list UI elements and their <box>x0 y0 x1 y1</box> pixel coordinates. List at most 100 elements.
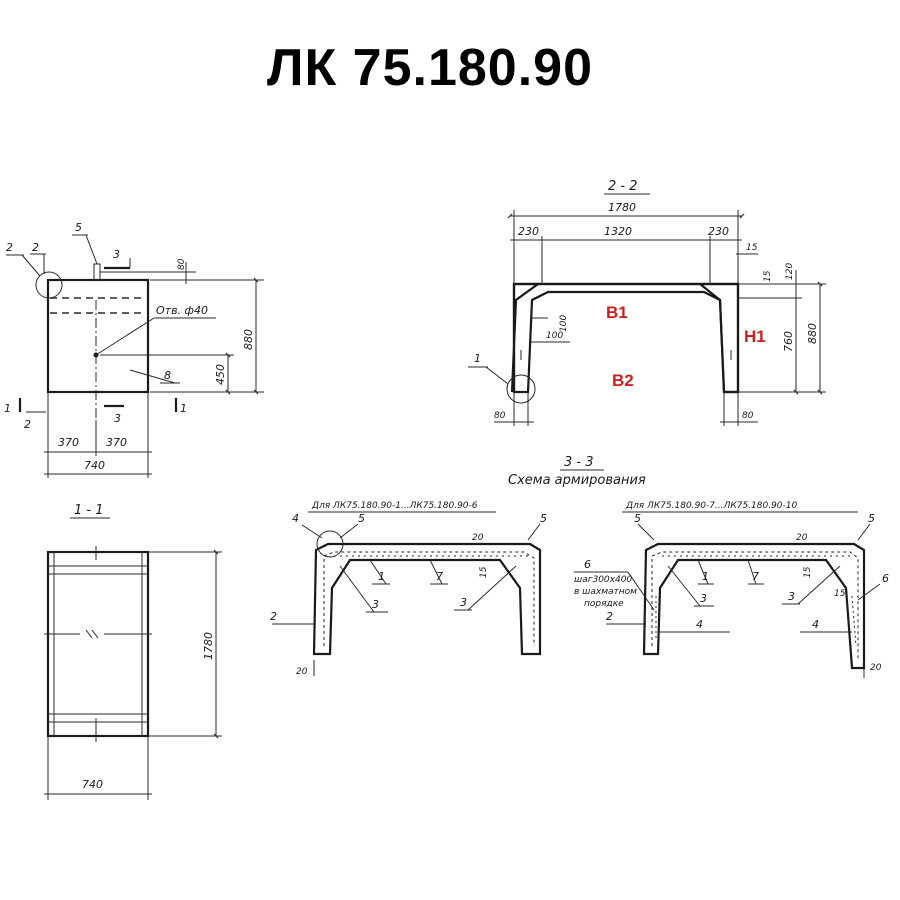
dim-740: 740 <box>84 459 105 472</box>
front-view: Отв. ф40 8 5 2 2 3 3 1 1 <box>4 221 264 478</box>
front-view-outline <box>46 278 150 394</box>
callout-left-5b: 5 <box>540 512 547 525</box>
callout-right-3a-leader <box>667 565 701 607</box>
reinforcement-scheme-right: Для ЛК75.180.90-7...ЛК75.180.90-10 5 5 2… <box>574 501 889 678</box>
callout-left-4: 4 <box>292 512 299 525</box>
callout-right-7: 7 <box>752 570 759 583</box>
scheme-left-caption: Для ЛК75.180.90-1...ЛК75.180.90-6 <box>311 501 478 511</box>
callout-left-3b: 3 <box>460 596 467 609</box>
callout-right-2: 2 <box>606 610 613 623</box>
callout-3-bottom: 3 <box>114 412 121 425</box>
page-title: ЛК 75.180.90 <box>266 39 593 97</box>
dim-15-b: 15 <box>763 270 773 282</box>
zone-b2: B2 <box>612 371 634 390</box>
callout-left-4-leader <box>301 524 323 539</box>
dim-880-side: 880 <box>806 323 819 344</box>
callout-right-6b: 6 <box>882 572 889 585</box>
note-line-3: порядке <box>584 599 624 609</box>
dim-450: 450 <box>214 364 227 385</box>
callout-right-3b: 3 <box>788 590 795 603</box>
dim-right-15-a: 15 <box>803 566 813 578</box>
dim-80-right: 80 <box>742 411 754 421</box>
section-1-1-label: 1 - 1 <box>74 503 104 518</box>
dim-right-15-b: 15 <box>834 589 846 599</box>
section-2-2-body <box>512 282 740 394</box>
callout-left-3a-leader <box>339 565 375 613</box>
callout-right-4a: 4 <box>696 618 703 631</box>
section-1-1-break-line <box>44 629 152 639</box>
zone-h1: H1 <box>744 327 766 346</box>
callout-2b: 2 <box>32 241 39 254</box>
section-3-3: 3 - 3 Схема армирования <box>508 455 646 488</box>
callout-right-5b-leader <box>857 523 871 541</box>
dim-880: 880 <box>242 329 255 350</box>
callout-1-left: 1 <box>4 402 11 415</box>
scheme-right-caption: Для ЛК75.180.90-7...ЛК75.180.90-10 <box>625 501 798 511</box>
callout-right-6a-leader <box>627 571 655 611</box>
dim-1780-side: 1780 <box>202 632 215 660</box>
dim-1320: 1320 <box>604 225 632 238</box>
callout-1: 1 <box>474 352 481 365</box>
callout-8: 8 <box>164 369 171 382</box>
section-3-3-subtitle: Схема армирования <box>508 473 646 488</box>
dim-230-right: 230 <box>708 225 729 238</box>
callout-2a-leader <box>21 254 41 277</box>
callout-2a: 2 <box>6 241 13 254</box>
note-line-2: в шахматном <box>574 587 637 597</box>
callout-right-1: 1 <box>702 570 709 583</box>
callout-left-5b-leader <box>527 523 541 541</box>
dim-100-a: 100 <box>559 315 569 332</box>
scheme-left-rebar <box>323 551 535 646</box>
section-1-1-outline <box>46 550 150 738</box>
dim-left-20-top: 20 <box>472 533 484 543</box>
section-1-1: 1 - 1 1780 740 <box>44 503 222 800</box>
detail-circle-2 <box>35 271 63 299</box>
callout-left-3b-leader <box>467 565 517 611</box>
callout-right-5b: 5 <box>868 512 875 525</box>
scheme-right-outline <box>642 542 866 670</box>
dim-80-left: 80 <box>494 411 506 421</box>
callout-2-bottom: 2 <box>24 418 31 431</box>
hole-label: Отв. ф40 <box>156 304 208 317</box>
dim-1780-top: 1780 <box>608 201 636 214</box>
callout-right-7-leader <box>747 559 757 585</box>
dim-230-left: 230 <box>518 225 539 238</box>
callout-5-leader <box>85 234 98 265</box>
callout-left-7: 7 <box>436 570 443 583</box>
hole-leader <box>95 317 155 356</box>
lifting-loop-5 <box>93 263 101 281</box>
section-2-2: 2 - 2 1 1780 230 1320 230 15 15 <box>468 179 826 426</box>
callout-left-5a: 5 <box>358 512 365 525</box>
reinforcement-scheme-left: Для ЛК75.180.90-1...ЛК75.180.90-6 4 5 5 … <box>270 501 547 677</box>
detail-circle-4 <box>316 530 344 558</box>
note-line-1: шаг300х400 <box>574 575 632 585</box>
dim-left-20-bottom: 20 <box>296 667 308 677</box>
callout-3-top: 3 <box>113 248 120 261</box>
scheme-right-extra-rebar-2 <box>851 595 857 647</box>
dim-740-bottom: 740 <box>82 778 103 791</box>
callout-1-right: 1 <box>180 402 187 415</box>
callout-left-5a-leader <box>339 523 359 539</box>
dim-15-a: 15 <box>746 243 758 253</box>
callout-left-3a: 3 <box>372 598 379 611</box>
dim-right-20-top: 20 <box>796 533 808 543</box>
scheme-left-outline <box>312 542 542 656</box>
dim-80-top: 80 <box>177 258 187 270</box>
zone-b1: B1 <box>606 303 628 322</box>
dim-right-20-bottom: 20 <box>870 663 882 673</box>
callout-right-5a: 5 <box>634 512 641 525</box>
callout-left-2: 2 <box>270 610 277 623</box>
dim-370-right: 370 <box>106 436 127 449</box>
dim-left-15: 15 <box>479 566 489 578</box>
callout-left-1-leader <box>369 559 387 585</box>
callout-right-6a: 6 <box>584 558 591 571</box>
section-2-2-label: 2 - 2 <box>608 179 638 194</box>
dim-370-left: 370 <box>58 436 79 449</box>
callout-right-5a-leader <box>637 523 655 541</box>
callout-right-1-leader <box>697 559 709 585</box>
detail-circle-1 <box>506 374 536 404</box>
callout-right-6b-leader <box>857 583 881 601</box>
dim-760: 760 <box>782 331 795 352</box>
